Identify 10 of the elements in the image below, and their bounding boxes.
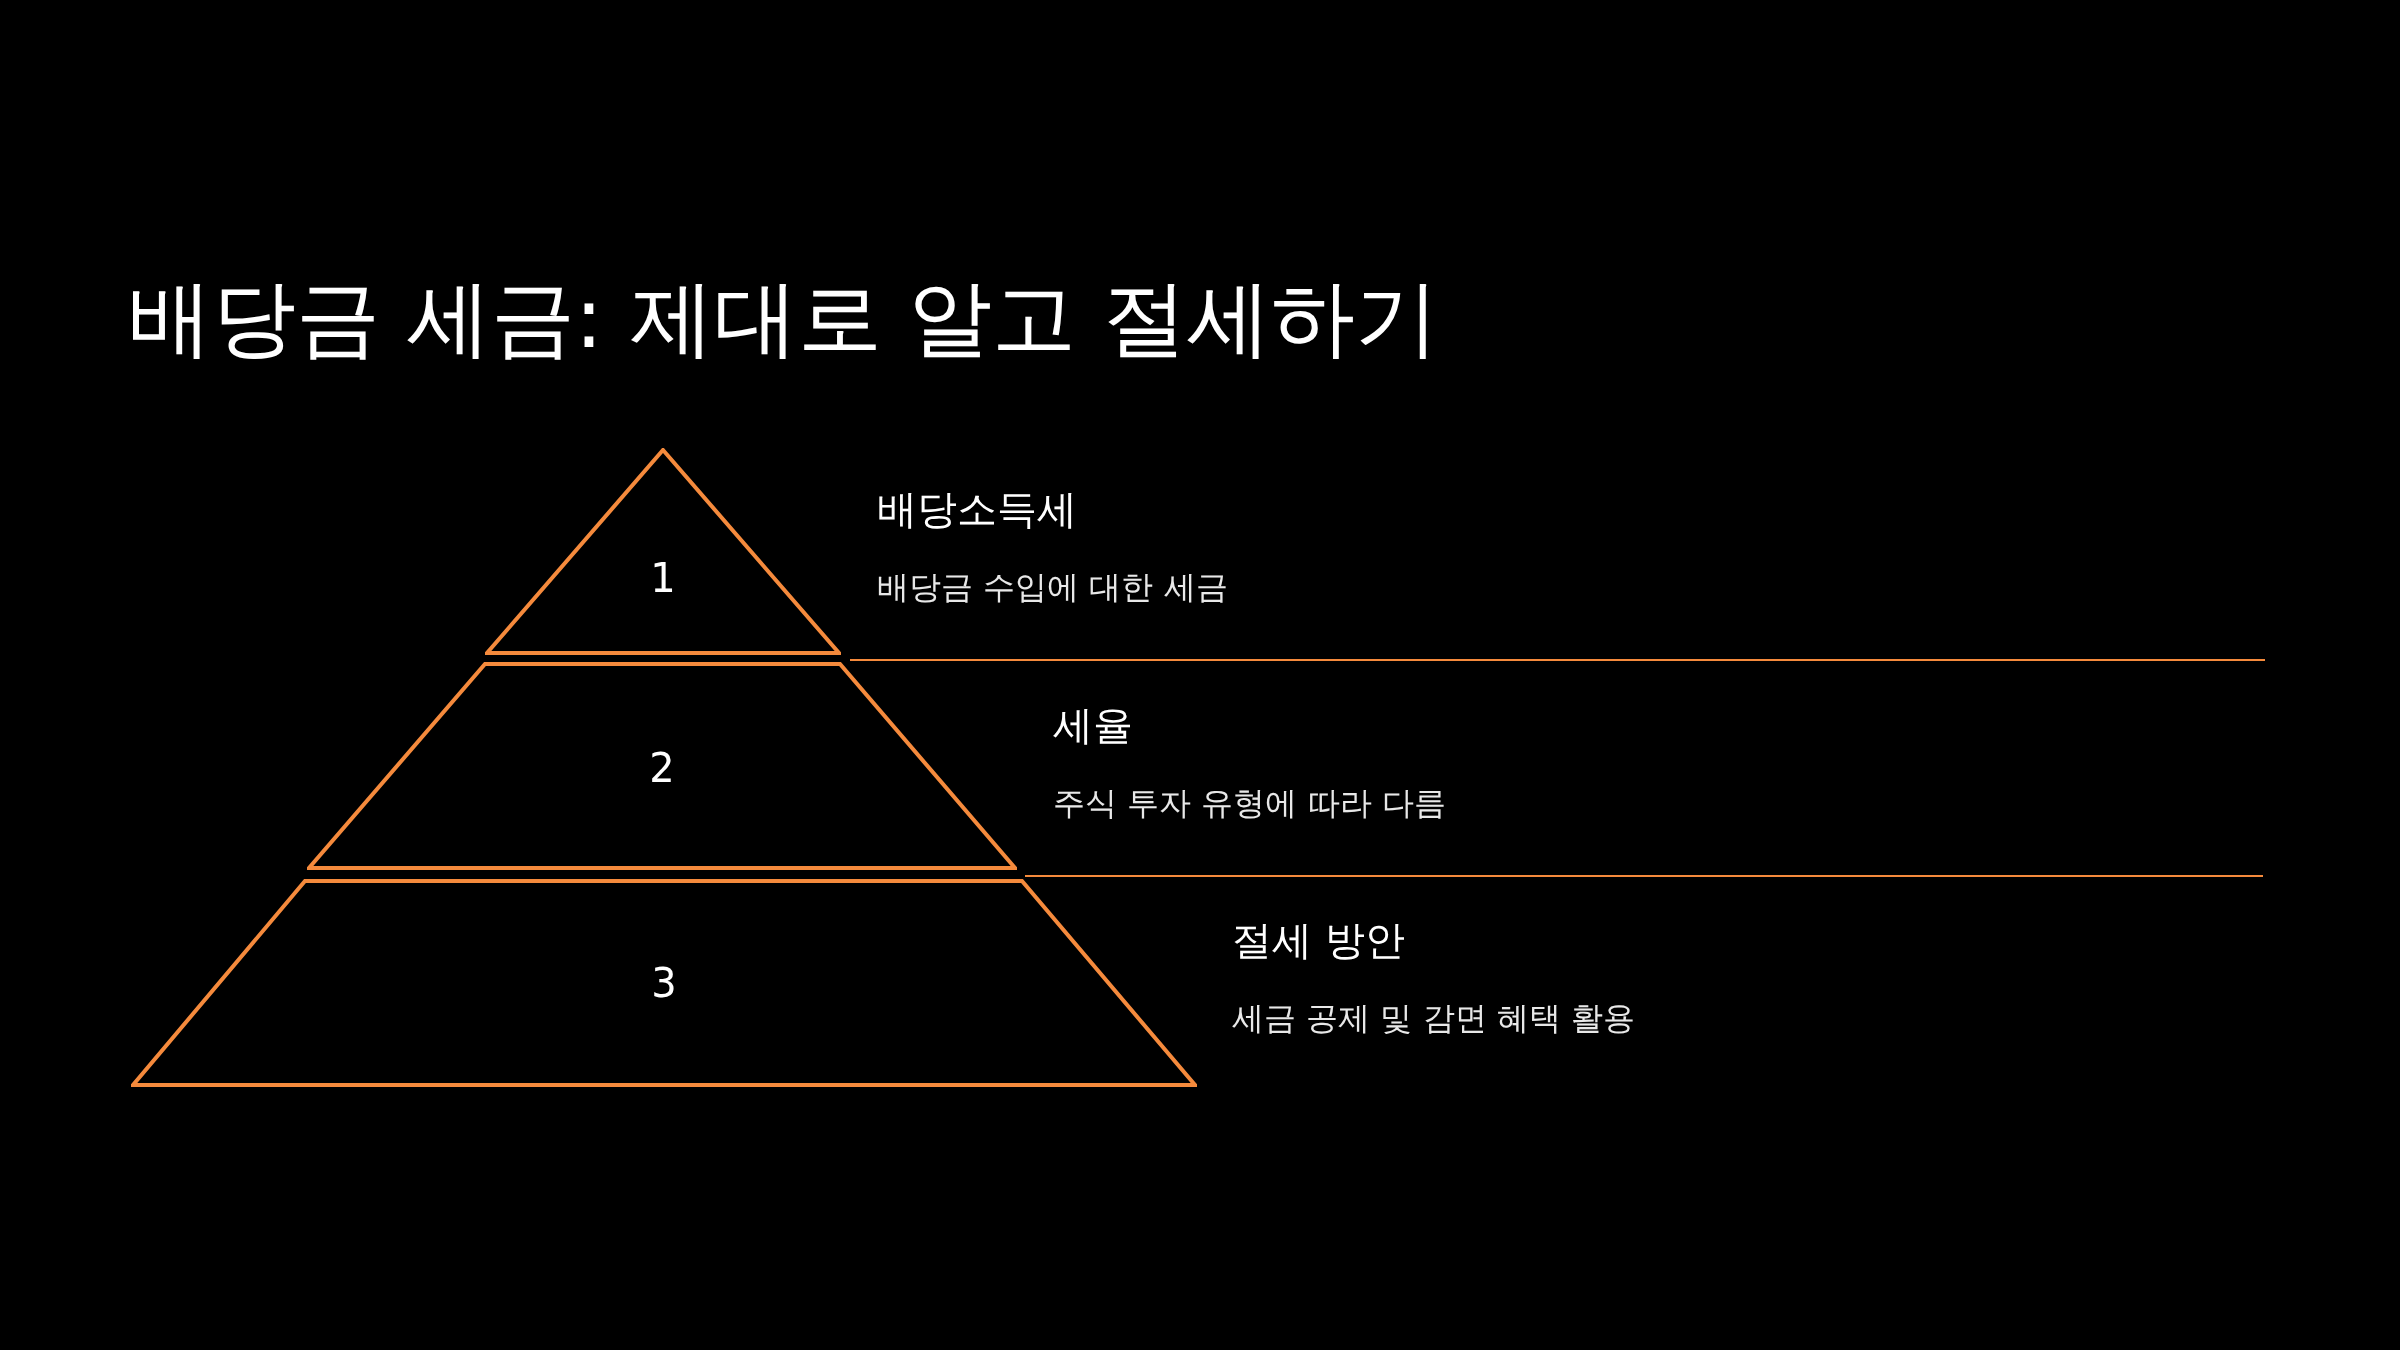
layer-number: 1: [650, 555, 676, 601]
layer-number: 2: [649, 745, 675, 791]
layer-number: 3: [651, 960, 677, 1006]
layer-description: 주식 투자 유형에 따라 다름: [1053, 783, 1446, 824]
title: 배당금 세금: 제대로 알고 절세하기: [128, 268, 1440, 369]
layer-heading: 세율: [1053, 701, 1133, 750]
layer-heading: 배당소득세: [877, 485, 1077, 534]
layer-heading: 절세 방안: [1232, 916, 1405, 965]
layer-description: 배당금 수입에 대한 세금: [877, 567, 1228, 608]
layer-description: 세금 공제 및 감면 혜택 활용: [1232, 998, 1635, 1039]
